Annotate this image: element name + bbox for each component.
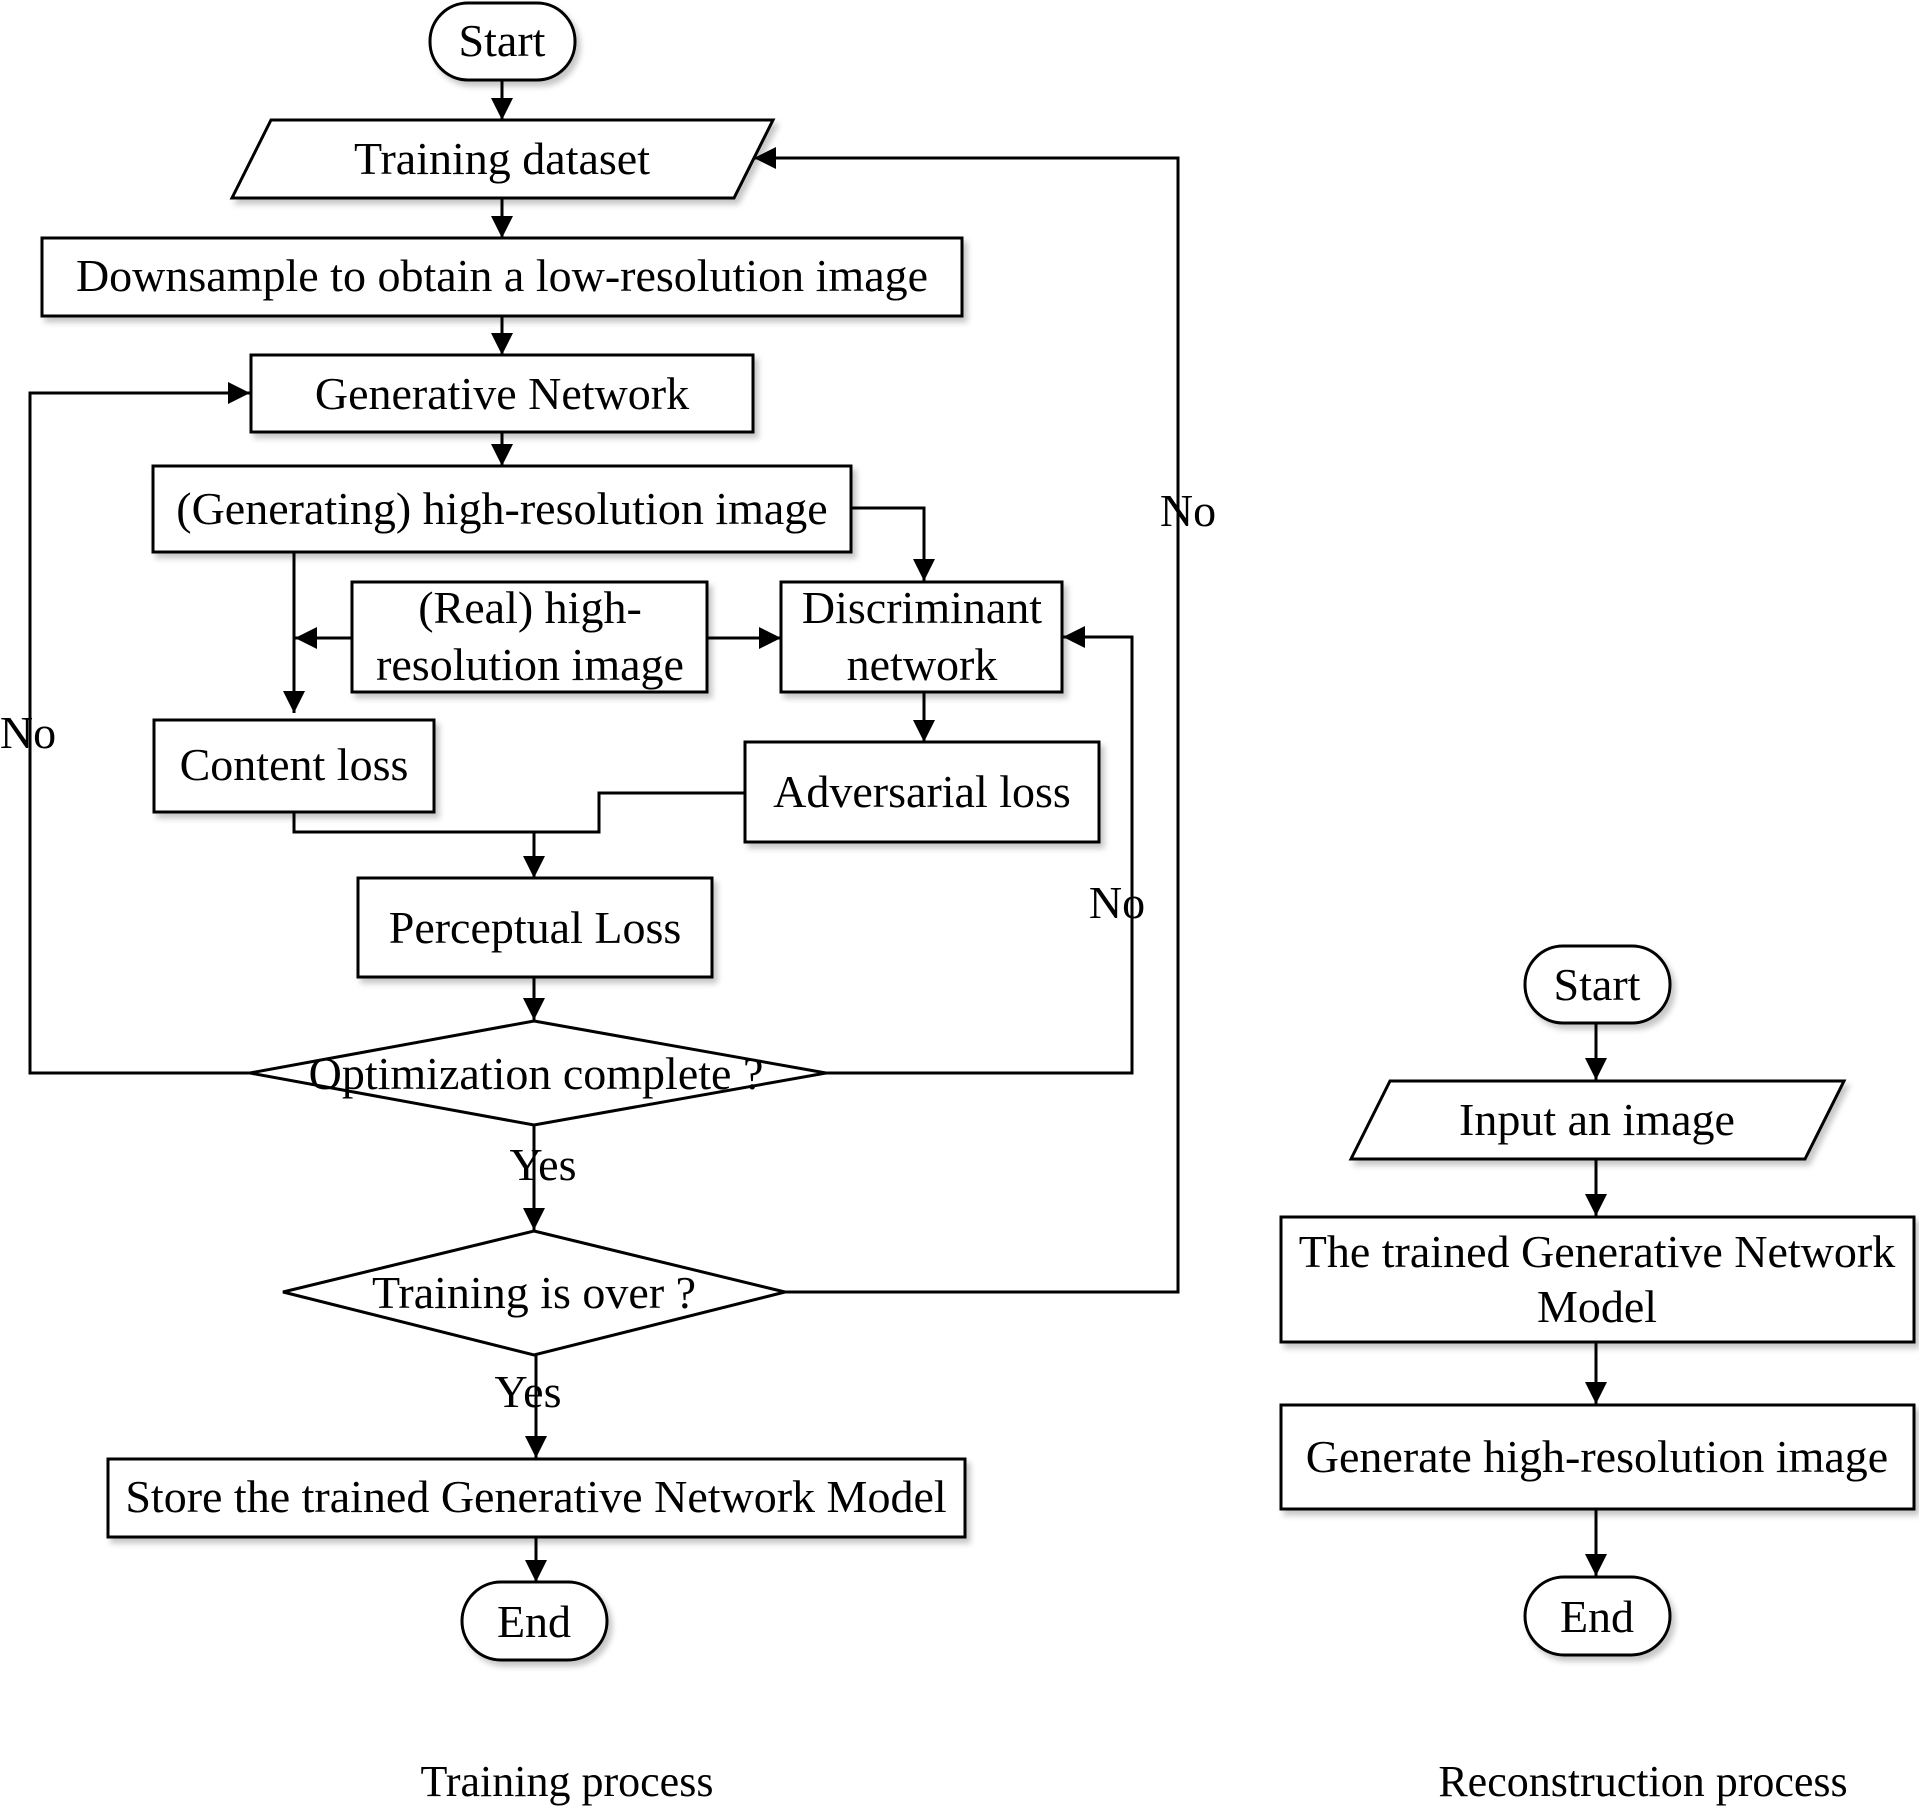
store-model-node: Store the trained Generative Network Mod…	[106, 1457, 967, 1539]
start-label: Start	[459, 15, 546, 66]
end-terminal: End	[460, 1580, 609, 1662]
real-hr-image-node: (Real) high- resolution image	[350, 580, 709, 694]
recon-input-label: Input an image	[1459, 1094, 1735, 1145]
recon-end-label: End	[1560, 1591, 1634, 1642]
yes-label-optimization: Yes	[510, 1139, 577, 1190]
downsample-label: Downsample to obtain a low-resolution im…	[76, 250, 928, 301]
real-hr-image-label-line1: (Real) high-	[418, 582, 642, 633]
perceptual-loss-node: Perceptual Loss	[356, 876, 714, 979]
optimization-decision: Optimization complete ?	[249, 1019, 827, 1127]
discriminant-network-node: Discriminant network	[779, 580, 1064, 694]
discriminant-network-label-line2: network	[847, 639, 998, 690]
reconstruction-process-caption: Reconstruction process	[1438, 1757, 1847, 1806]
perceptual-loss-label: Perceptual Loss	[389, 902, 682, 953]
recon-model-node: The trained Generative Network Model	[1279, 1215, 1916, 1344]
content-loss-node: Content loss	[152, 718, 436, 814]
generated-hr-image-node: (Generating) high-resolution image	[151, 464, 853, 554]
start-terminal: Start	[428, 1, 577, 82]
store-model-label: Store the trained Generative Network Mod…	[125, 1471, 946, 1522]
recon-start-terminal: Start	[1523, 944, 1672, 1025]
generated-hr-image-label: (Generating) high-resolution image	[176, 483, 827, 534]
content-loss-label: Content loss	[180, 739, 409, 790]
training-process-caption: Training process	[421, 1757, 714, 1806]
arrow-optimization-no-to-generative	[28, 382, 250, 1075]
recon-model-label-line1: The trained Generative Network	[1299, 1226, 1895, 1277]
arrow-adversarial-to-perceptual	[534, 791, 745, 834]
recon-start-label: Start	[1554, 959, 1641, 1010]
training-connectors	[28, 80, 1180, 1582]
recon-input-node: Input an image	[1348, 1079, 1847, 1161]
no-label-right: No	[1089, 877, 1145, 928]
downsample-node: Downsample to obtain a low-resolution im…	[40, 236, 964, 318]
no-label-left: No	[0, 707, 56, 758]
recon-generate-node: Generate high-resolution image	[1279, 1403, 1916, 1511]
adversarial-loss-label: Adversarial loss	[773, 766, 1071, 817]
adversarial-loss-node: Adversarial loss	[743, 740, 1101, 844]
reconstruction-process: Start Input an image The trained Generat…	[1279, 944, 1916, 1806]
real-hr-image-label-line2: resolution image	[376, 639, 684, 690]
training-over-label: Training is over ?	[372, 1267, 696, 1318]
yes-label-training-over: Yes	[495, 1366, 562, 1417]
optimization-label: Optimization complete ?	[309, 1048, 764, 1099]
generative-network-label: Generative Network	[315, 368, 689, 419]
end-label: End	[497, 1596, 571, 1647]
training-process: Start Training dataset Downsample to obt…	[0, 1, 1216, 1806]
training-over-decision: Training is over ?	[282, 1229, 786, 1357]
arrow-optimization-no-to-discriminant	[825, 626, 1134, 1075]
recon-end-terminal: End	[1523, 1575, 1672, 1657]
arrow-generated-to-discriminant	[852, 506, 935, 581]
arrow-training-over-no-to-dataset	[754, 147, 1180, 1294]
arrow-content-to-perceptual	[292, 812, 545, 878]
training-dataset-label: Training dataset	[354, 133, 650, 184]
recon-generate-label: Generate high-resolution image	[1306, 1431, 1888, 1482]
no-label-far-right: No	[1160, 485, 1216, 536]
discriminant-network-label-line1: Discriminant	[802, 582, 1042, 633]
recon-model-label-line2: Model	[1537, 1281, 1657, 1332]
generative-network-node: Generative Network	[249, 353, 755, 434]
training-dataset-node: Training dataset	[229, 118, 776, 200]
